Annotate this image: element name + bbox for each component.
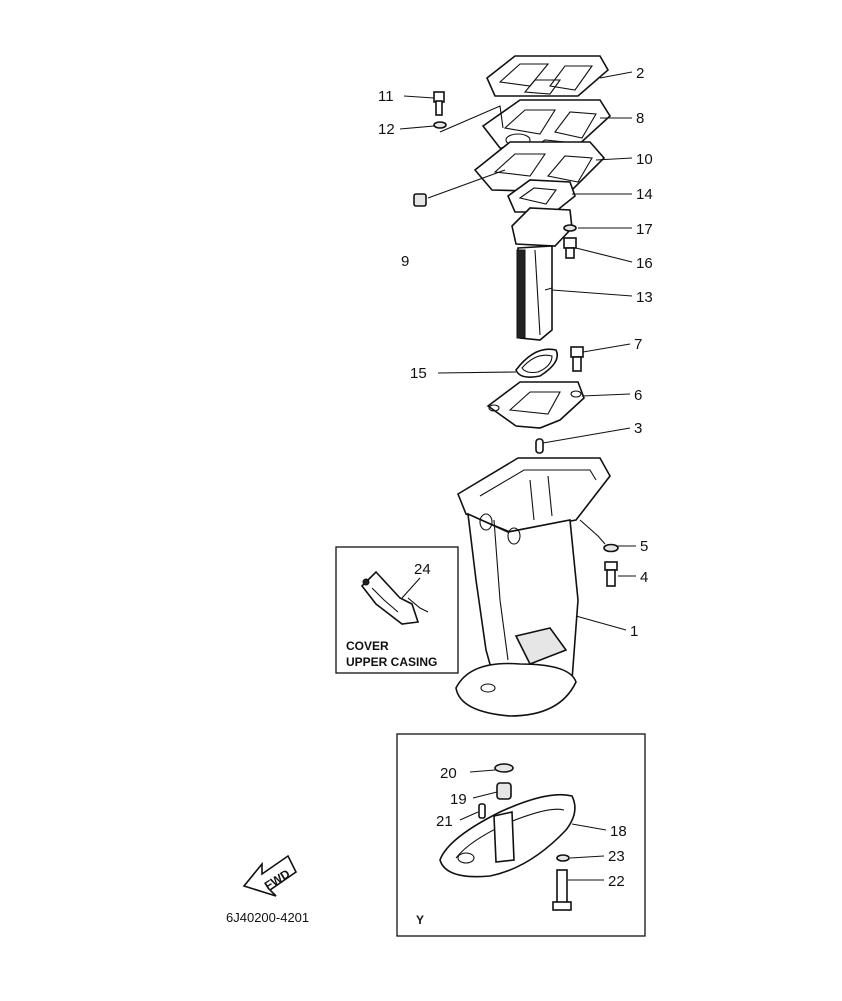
- label-7: 7: [634, 336, 642, 353]
- exhaust-guide-13: [511, 207, 573, 341]
- bolt-7: [570, 346, 584, 372]
- label-15: 15: [410, 365, 427, 382]
- washer-12: [433, 121, 447, 129]
- inset-cover-title-line2: UPPER CASING: [346, 655, 437, 669]
- label-14: 14: [636, 186, 653, 203]
- gasket-2: [486, 55, 610, 97]
- label-20: 20: [440, 765, 457, 782]
- inset-y-leaders: [459, 769, 607, 881]
- inset-y-box: [396, 733, 646, 937]
- inset-cover-box: [335, 546, 459, 674]
- dowel-3: [535, 438, 544, 454]
- label-13: 13: [636, 289, 653, 306]
- inset-y-tag: Y: [416, 913, 424, 927]
- mount-plate-6: [486, 381, 585, 429]
- inset-cover-title-line1: COVER: [346, 639, 389, 653]
- label-24: 24: [414, 561, 431, 578]
- gasket-14: [507, 179, 576, 213]
- label-1: 1: [630, 623, 638, 640]
- label-16: 16: [636, 255, 653, 272]
- seal-15: [515, 348, 559, 378]
- bolt-16: [563, 237, 577, 259]
- washer-17: [563, 224, 577, 232]
- label-2: 2: [636, 65, 644, 82]
- washer-5: [603, 543, 619, 553]
- label-12: 12: [378, 121, 395, 138]
- leader-lines: [399, 71, 636, 631]
- label-8: 8: [636, 110, 644, 127]
- label-4: 4: [640, 569, 648, 586]
- label-17: 17: [636, 221, 653, 238]
- label-6: 6: [634, 387, 642, 404]
- bolt-4: [604, 561, 618, 587]
- label-10: 10: [636, 151, 653, 168]
- label-18: 18: [610, 823, 627, 840]
- upper-casing-1: [455, 457, 611, 717]
- grommet-9: [413, 193, 427, 207]
- fwd-arrow-icon: [242, 854, 298, 897]
- label-3: 3: [634, 420, 642, 437]
- label-9: 9: [401, 253, 409, 270]
- label-23: 23: [608, 848, 625, 865]
- label-11: 11: [378, 88, 394, 105]
- diagram-code: 6J40200-4201: [226, 910, 309, 925]
- label-22: 22: [608, 873, 625, 890]
- label-19: 19: [450, 791, 467, 808]
- label-21: 21: [436, 813, 453, 830]
- plate-8: [481, 99, 612, 151]
- label-5: 5: [640, 538, 648, 555]
- gasket-10: [473, 141, 606, 193]
- bolt-11: [433, 91, 445, 116]
